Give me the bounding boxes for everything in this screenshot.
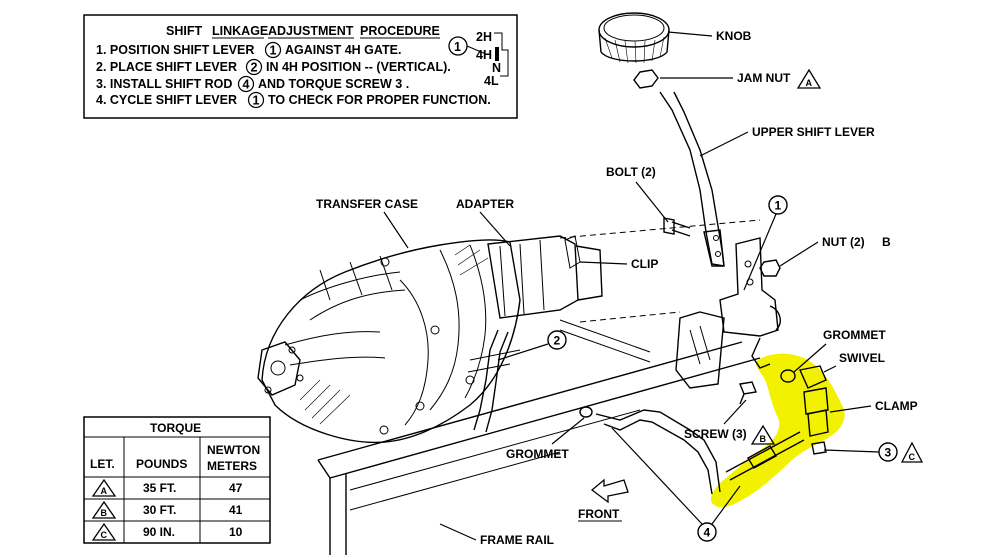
callout-2: 2 bbox=[497, 330, 567, 361]
gate-ref: 1 bbox=[454, 40, 461, 54]
bolt-drawing bbox=[663, 217, 691, 237]
gate-n: N bbox=[492, 61, 501, 75]
shift-gate-diagram: 1 2H 4H N 4L bbox=[448, 30, 509, 88]
label-frame-rail: FRAME RAIL bbox=[480, 533, 554, 547]
torque-row-c-pounds: 90 IN. bbox=[143, 525, 175, 539]
step-4-text: 4. CYCLE SHIFT LEVER bbox=[96, 93, 237, 107]
bracket-drawing bbox=[675, 237, 781, 389]
procedure-title-linkage: LINKAGE bbox=[212, 24, 268, 38]
torque-row-a-letter: A bbox=[101, 486, 108, 496]
torque-table-title: TORQUE bbox=[150, 421, 201, 435]
step-4-tail: TO CHECK FOR PROPER FUNCTION. bbox=[268, 93, 491, 107]
torque-table: TORQUE LET. POUNDS NEWTON METERS A 35 FT… bbox=[83, 416, 271, 544]
label-knob: KNOB bbox=[716, 29, 752, 43]
knob-drawing bbox=[598, 12, 670, 64]
label-bolt: BOLT (2) bbox=[606, 165, 656, 179]
step-3-text: 3. INSTALL SHIFT ROD bbox=[96, 77, 232, 91]
torque-row-a-pounds: 35 FT. bbox=[143, 481, 176, 495]
label-front: FRONT bbox=[578, 507, 620, 521]
step-3-tail: AND TORQUE SCREW 3 . bbox=[258, 77, 409, 91]
gate-2h: 2H bbox=[476, 30, 492, 44]
torque-row-c-nm: 10 bbox=[229, 525, 243, 539]
torque-row-c-letter: C bbox=[101, 530, 108, 540]
jam-nut-torque-letter: A bbox=[806, 78, 813, 88]
front-arrow-icon bbox=[590, 478, 629, 504]
step-1-ref: 1 bbox=[270, 44, 277, 58]
step-4-ref: 1 bbox=[253, 94, 260, 108]
procedure-title-procedure: PROCEDURE bbox=[360, 24, 440, 38]
label-adapter: ADAPTER bbox=[456, 197, 514, 211]
callout-1: 1 bbox=[743, 195, 788, 291]
step-2-ref: 2 bbox=[251, 61, 258, 75]
torque-row-b-nm: 41 bbox=[229, 503, 243, 517]
callout-3-torque-letter: C bbox=[909, 452, 916, 462]
label-nut-b: B bbox=[882, 235, 891, 249]
torque-row-b-letter: B bbox=[101, 508, 108, 518]
callout-3-number: 3 bbox=[885, 446, 892, 460]
label-upper-shift-lever: UPPER SHIFT LEVER bbox=[752, 125, 875, 139]
label-grommet-left: GROMMET bbox=[506, 447, 569, 461]
label-swivel: SWIVEL bbox=[839, 351, 885, 365]
screw-drawing bbox=[739, 381, 757, 405]
step-1-text: 1. POSITION SHIFT LEVER bbox=[96, 43, 254, 57]
label-clip: CLIP bbox=[631, 257, 658, 271]
shift-rod-drawing bbox=[595, 409, 805, 495]
highlight-marker bbox=[710, 353, 845, 508]
label-nut: NUT (2) bbox=[822, 235, 865, 249]
torque-row-b-pounds: 30 FT. bbox=[143, 503, 176, 517]
procedure-box: SHIFT LINKAGE ADJUSTMENT PROCEDURE 1. PO… bbox=[83, 14, 518, 119]
lower-shift-lever bbox=[467, 329, 521, 433]
jam-nut-drawing bbox=[633, 69, 659, 89]
gate-4h: 4H bbox=[476, 48, 492, 62]
torque-header-newton: NEWTON bbox=[207, 443, 260, 457]
torque-header-meters: METERS bbox=[207, 459, 257, 473]
step-3-ref: 4 bbox=[243, 78, 250, 92]
adapter-drawing bbox=[487, 219, 761, 363]
torque-row-a-nm: 47 bbox=[229, 481, 243, 495]
torque-header-pounds: POUNDS bbox=[136, 457, 187, 471]
callout-1-number: 1 bbox=[775, 199, 782, 213]
label-screw: SCREW (3) bbox=[684, 427, 747, 441]
label-transfer-case: TRANSFER CASE bbox=[316, 197, 418, 211]
torque-header-let: LET. bbox=[90, 457, 115, 471]
grommet-left-drawing bbox=[579, 406, 593, 418]
procedure-title-adjustment: ADJUSTMENT bbox=[268, 24, 354, 38]
step-1-tail: AGAINST 4H GATE. bbox=[285, 43, 401, 57]
nut-drawing bbox=[759, 259, 781, 277]
upper-shift-lever-drawing bbox=[659, 91, 725, 267]
procedure-title-shift: SHIFT bbox=[166, 24, 202, 38]
screw-torque-letter: B bbox=[760, 434, 767, 444]
swivel-clamp-drawing bbox=[780, 365, 829, 455]
frame-rail-drawing bbox=[317, 341, 761, 555]
label-clamp: CLAMP bbox=[875, 399, 918, 413]
callout-3: 3 C bbox=[823, 441, 924, 463]
label-grommet-right: GROMMET bbox=[823, 328, 886, 342]
transfer-case-drawing bbox=[257, 239, 521, 444]
callout-2-number: 2 bbox=[554, 334, 561, 348]
step-2-text: 2. PLACE SHIFT LEVER bbox=[96, 60, 237, 74]
callout-4: 4 bbox=[611, 427, 741, 542]
step-2-tail: IN 4H POSITION -- (VERTICAL). bbox=[266, 60, 451, 74]
gate-4l: 4L bbox=[484, 74, 499, 88]
callout-4-number: 4 bbox=[704, 526, 711, 540]
label-jam-nut: JAM NUT bbox=[737, 71, 791, 85]
